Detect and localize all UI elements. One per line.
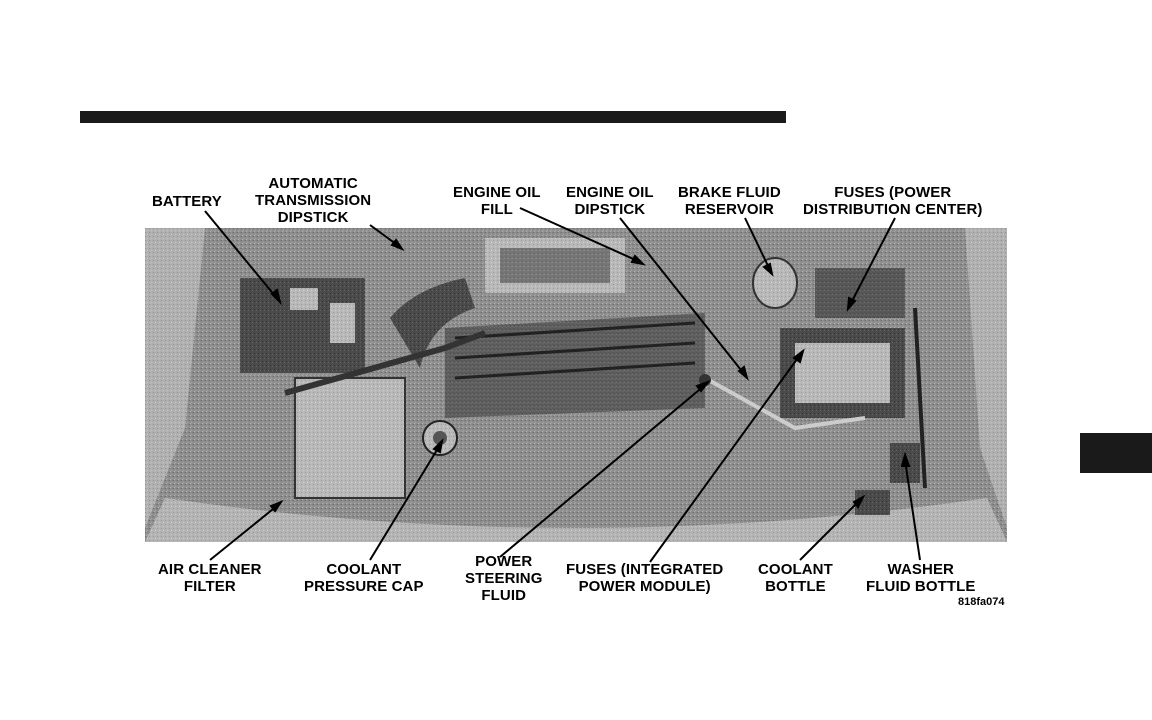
label-washer-fluid-bottle: WASHER FLUID BOTTLE	[866, 561, 976, 595]
figure-code: 818fa074	[958, 596, 1005, 609]
label-power-steering-fluid: POWER STEERING FLUID	[465, 553, 542, 604]
header-bar	[80, 111, 786, 123]
label-fuses-integrated-power-module: FUSES (INTEGRATED POWER MODULE)	[566, 561, 723, 595]
label-battery: BATTERY	[152, 193, 222, 210]
label-air-cleaner-filter: AIR CLEANER FILTER	[158, 561, 262, 595]
label-coolant-pressure-cap: COOLANT PRESSURE CAP	[304, 561, 424, 595]
section-tab	[1080, 433, 1152, 473]
engine-compartment-image	[145, 228, 1007, 542]
label-automatic-transmission-dipstick: AUTOMATIC TRANSMISSION DIPSTICK	[255, 175, 371, 226]
label-brake-fluid-reservoir: BRAKE FLUID RESERVOIR	[678, 184, 781, 218]
label-coolant-bottle: COOLANT BOTTLE	[758, 561, 833, 595]
label-engine-oil-fill: ENGINE OIL FILL	[453, 184, 541, 218]
label-engine-oil-dipstick: ENGINE OIL DIPSTICK	[566, 184, 654, 218]
label-fuses-power-distribution-center: FUSES (POWER DISTRIBUTION CENTER)	[803, 184, 983, 218]
